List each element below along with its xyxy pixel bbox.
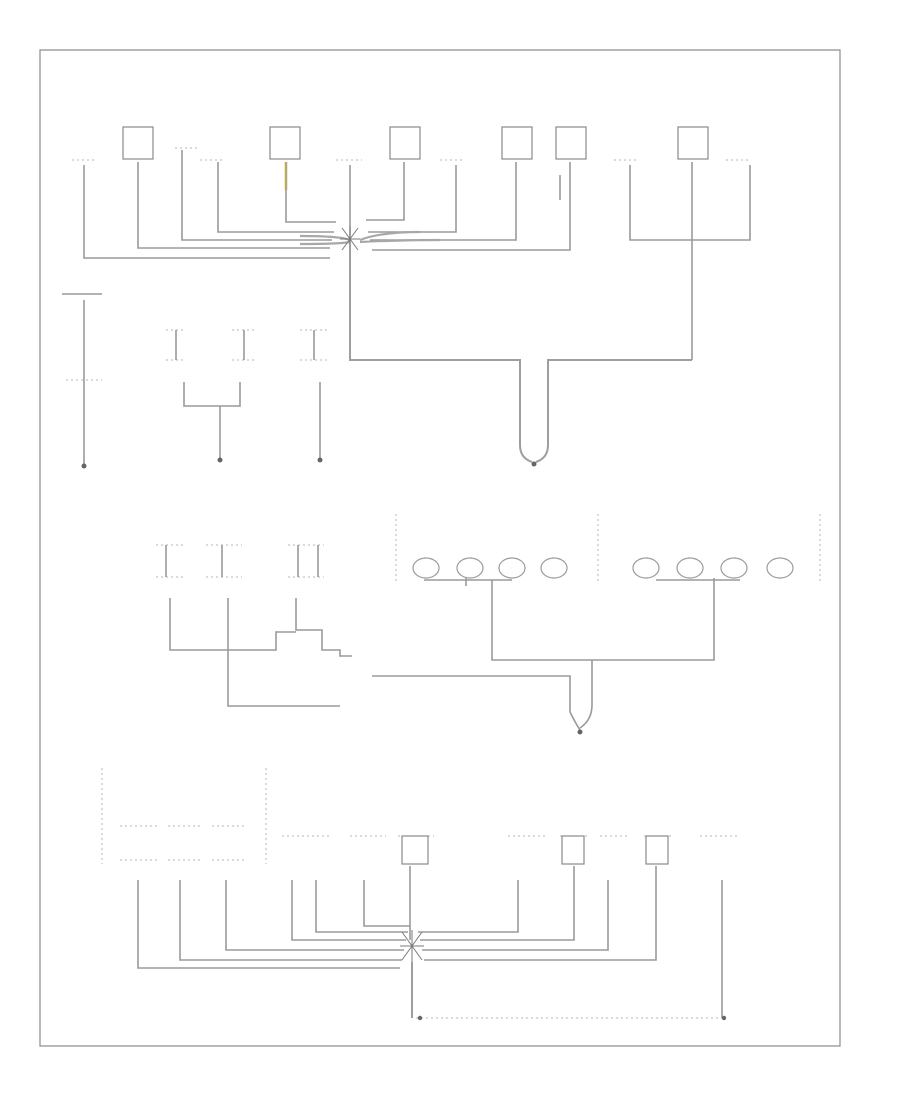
- lamp: [498, 557, 526, 579]
- top-component-labels: [62, 108, 100, 118]
- connector-box: [401, 835, 429, 865]
- ground-point-g2: [577, 729, 583, 735]
- wire: [372, 675, 571, 712]
- connector-box: [501, 126, 533, 160]
- ground-trunk: [349, 250, 692, 463]
- lamp: [456, 557, 484, 579]
- splice-star: [400, 930, 424, 962]
- ground-point: [217, 457, 223, 463]
- lamp: [676, 557, 704, 579]
- middle-section: [156, 514, 821, 735]
- wire: [137, 866, 723, 1018]
- connector-box: [389, 126, 421, 160]
- tail-lamp-group-divider: [395, 514, 821, 582]
- ground-point: [81, 463, 87, 469]
- ground-point-g4: [721, 1015, 727, 1021]
- connector-bracket: [166, 329, 328, 361]
- connector-box: [122, 126, 154, 160]
- connector-bracket: [72, 147, 750, 161]
- ground-point: [317, 457, 323, 463]
- lamp: [766, 557, 794, 579]
- connector-box: [561, 835, 585, 865]
- ground-point-g3: [417, 1015, 423, 1021]
- connector-box: [645, 835, 669, 865]
- connector-box: [677, 126, 709, 160]
- bottom-group-divider: [101, 768, 267, 864]
- wire: [62, 293, 102, 466]
- wire: [175, 330, 321, 458]
- top-section: [62, 108, 751, 469]
- wire: [165, 545, 352, 707]
- lamp: [720, 557, 748, 579]
- lamp: [632, 557, 660, 579]
- wire: [424, 578, 740, 731]
- diagram-frame: [39, 49, 841, 1047]
- wire: [83, 150, 751, 360]
- ground-point-g1: [531, 461, 537, 467]
- lamp: [412, 557, 440, 579]
- lamp: [540, 557, 568, 579]
- connector-box: [555, 126, 587, 160]
- splice-star: [340, 226, 360, 252]
- connector-box: [269, 126, 301, 160]
- bottom-section: [101, 768, 740, 1021]
- wire-bundle: [299, 230, 441, 246]
